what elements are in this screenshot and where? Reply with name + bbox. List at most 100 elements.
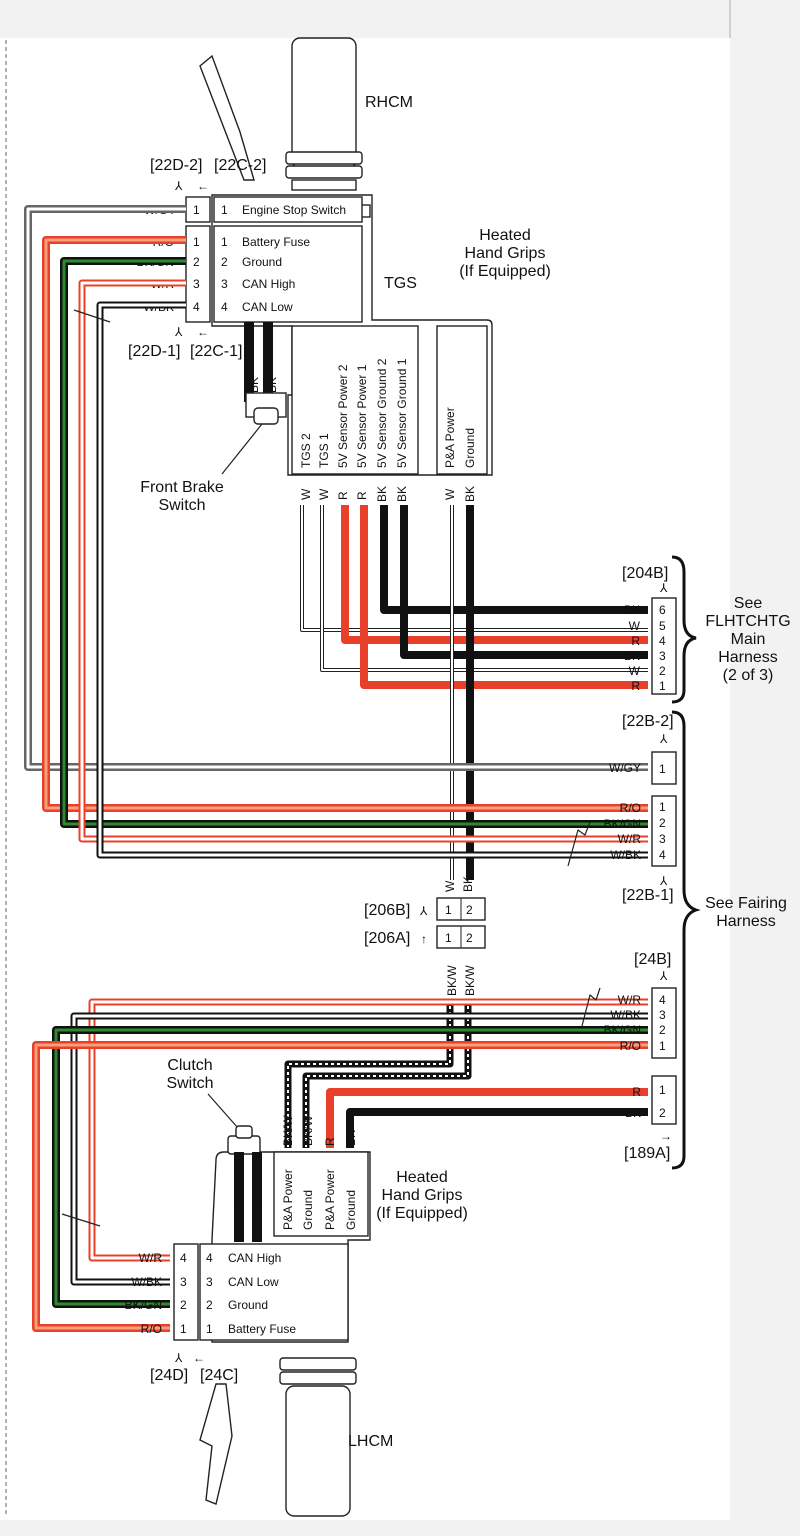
brake-wire-label: BK: [265, 377, 279, 393]
front-brake-switch: [221, 322, 287, 475]
wire-label: W: [443, 880, 457, 892]
svg-text:⅄: ⅄: [174, 179, 183, 193]
wire-label: BK: [625, 1106, 641, 1120]
wire-label: R: [355, 491, 369, 500]
brake-lever: [199, 54, 255, 181]
lhcm-pin: 1: [180, 1322, 187, 1336]
svg-text:←: ←: [193, 1351, 205, 1365]
heated-pin-label: Ground: [344, 1190, 358, 1230]
c204b-pin: 6: [659, 603, 666, 617]
connector-206b: 1 2: [436, 897, 486, 921]
note-line: Harness: [718, 649, 778, 666]
rhcm-pin: 3: [193, 277, 200, 291]
connector-189a-label: [189A]: [624, 1145, 670, 1162]
brake-wire-label: BK: [247, 377, 261, 393]
c22b1-pin: 4: [659, 848, 666, 862]
c24b-pin: 1: [659, 1039, 666, 1053]
svg-text:←: ←: [197, 325, 209, 339]
c204b-pin: 2: [659, 664, 666, 678]
wire-label: W: [629, 619, 641, 633]
connector-22d2-label: [22D-2]: [150, 157, 202, 174]
lhcm-pin: 2: [206, 1298, 213, 1312]
connector-22b2: 1: [651, 751, 677, 785]
connector-206a-label: [206A]: [364, 930, 410, 947]
c204b-pin: 4: [659, 634, 666, 648]
wire-label: BK: [624, 603, 640, 617]
rhcm-pin: 1: [193, 235, 200, 249]
c24b-pin: 3: [659, 1008, 666, 1022]
wire-label: BK: [375, 486, 389, 502]
heated-grips-bottom-label: Hand Grips: [382, 1187, 463, 1204]
wire-label: W: [299, 488, 313, 500]
connector-22d1-label: [22D-1]: [128, 343, 180, 360]
rhcm-pin-function: CAN High: [242, 277, 295, 291]
lhcm-pin: 3: [180, 1275, 187, 1289]
wire-label: R: [323, 1137, 337, 1146]
wire-label: R: [631, 634, 640, 648]
brace-main-harness: [671, 555, 697, 704]
svg-text:⅄: ⅄: [659, 732, 668, 746]
wire-label: BK: [344, 1130, 358, 1146]
svg-text:⅄: ⅄: [174, 325, 183, 339]
heated-grips-bottom-label: (If Equipped): [376, 1205, 468, 1222]
note-line: See Fairing: [705, 895, 787, 912]
wire-label: R: [632, 1085, 641, 1099]
lhcm-label: LHCM: [348, 1433, 393, 1450]
connector-22c2-label: [22C-2]: [214, 157, 266, 174]
wire-label: BK/W: [445, 965, 459, 996]
clutch-lever: [199, 1383, 233, 1505]
svg-text:⅄: ⅄: [659, 874, 668, 888]
wire-label: BK: [250, 1196, 264, 1212]
connector-24b-label: [24B]: [634, 951, 671, 968]
connector-206a: 1 2: [436, 925, 486, 949]
rhcm-pin: 3: [221, 277, 228, 291]
c22b1-pin: 1: [659, 800, 666, 814]
connector-22b1-label: [22B-1]: [622, 887, 674, 904]
lhcm-pin-function: Ground: [228, 1298, 268, 1312]
heated-grips-top-label: Hand Grips: [465, 245, 546, 262]
c204b-pin: 3: [659, 649, 666, 663]
wire-label: R/O: [141, 1322, 162, 1336]
wire-label: W: [317, 488, 331, 500]
note-line: FLHTCHTG: [705, 613, 790, 630]
c206-pin: 1: [445, 931, 452, 945]
connector-24c-label: [24C]: [200, 1367, 238, 1384]
wire-label: BK: [461, 876, 475, 892]
heated-grips-bottom-label: Heated: [396, 1169, 448, 1186]
c189a-pin: 1: [659, 1083, 666, 1097]
note-line: Main: [731, 631, 766, 648]
connector-204b: 6 5 4 3 2 1: [651, 597, 677, 695]
connector-22b1: 1 2 3 4: [651, 795, 677, 867]
tgs-pin-block: [291, 325, 419, 475]
tgs-pin-label: TGS 1: [317, 433, 331, 468]
wire-label: BK/W: [281, 1115, 295, 1146]
wire-label: W/BK: [131, 1275, 162, 1289]
tgs-label: TGS: [384, 275, 417, 292]
wire-label: W: [629, 664, 641, 678]
rhcm-pin: 1: [193, 203, 200, 217]
heated-top-pin-block: [436, 325, 488, 475]
wire-label: R/O: [620, 801, 641, 815]
wire-label: W/R: [618, 832, 642, 846]
lhcm-connector: 4 4 CAN High 3 3 CAN Low 2 2 Ground 1 1 …: [173, 1243, 349, 1341]
lhcm-pin-function: CAN High: [228, 1251, 281, 1265]
connector-24d-label: [24D]: [150, 1367, 188, 1384]
wire-label: BK: [624, 649, 640, 663]
note-line: Harness: [716, 913, 776, 930]
rhcm-pin: 1: [221, 203, 228, 217]
wire-label: BK/GN: [604, 1023, 641, 1037]
wire-label: BK/GN: [125, 1298, 162, 1312]
connector-204b-label: [204B]: [622, 565, 668, 582]
svg-text:⅄: ⅄: [419, 904, 428, 918]
heated-bottom-pin-block: [273, 1151, 369, 1237]
svg-text:→: →: [660, 1129, 672, 1143]
wire-label: BK: [395, 486, 409, 502]
lhcm-pin: 1: [206, 1322, 213, 1336]
rhcm-pin-function: CAN Low: [242, 300, 293, 314]
see-fairing-harness-note: See Fairing Harness: [705, 895, 787, 930]
wire-label: W: [443, 488, 457, 500]
tgs-pin-labels: TGS 2 TGS 1 5V Sensor Power 2 5V Sensor …: [299, 358, 477, 468]
c22b1-pin: 2: [659, 816, 666, 830]
bottom-wires: [32, 987, 648, 1332]
